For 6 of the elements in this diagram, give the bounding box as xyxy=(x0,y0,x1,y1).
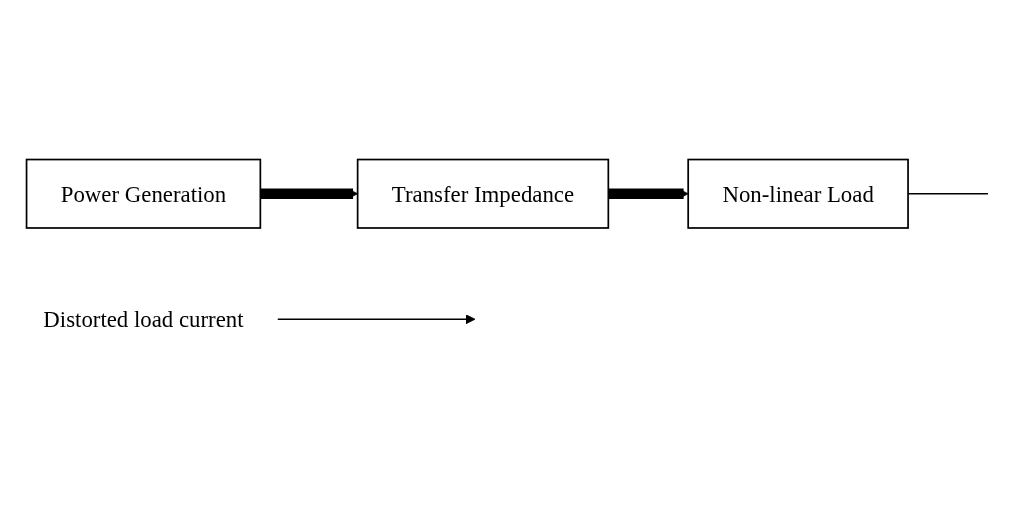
process-box: Non-linear Load xyxy=(687,158,909,229)
arrow xyxy=(276,314,476,325)
thick-arrow xyxy=(608,188,689,199)
process-box: Power Generation xyxy=(25,158,262,229)
process-box: Transfer Impedance xyxy=(356,158,610,229)
text-label: Distorted load current xyxy=(43,306,244,332)
